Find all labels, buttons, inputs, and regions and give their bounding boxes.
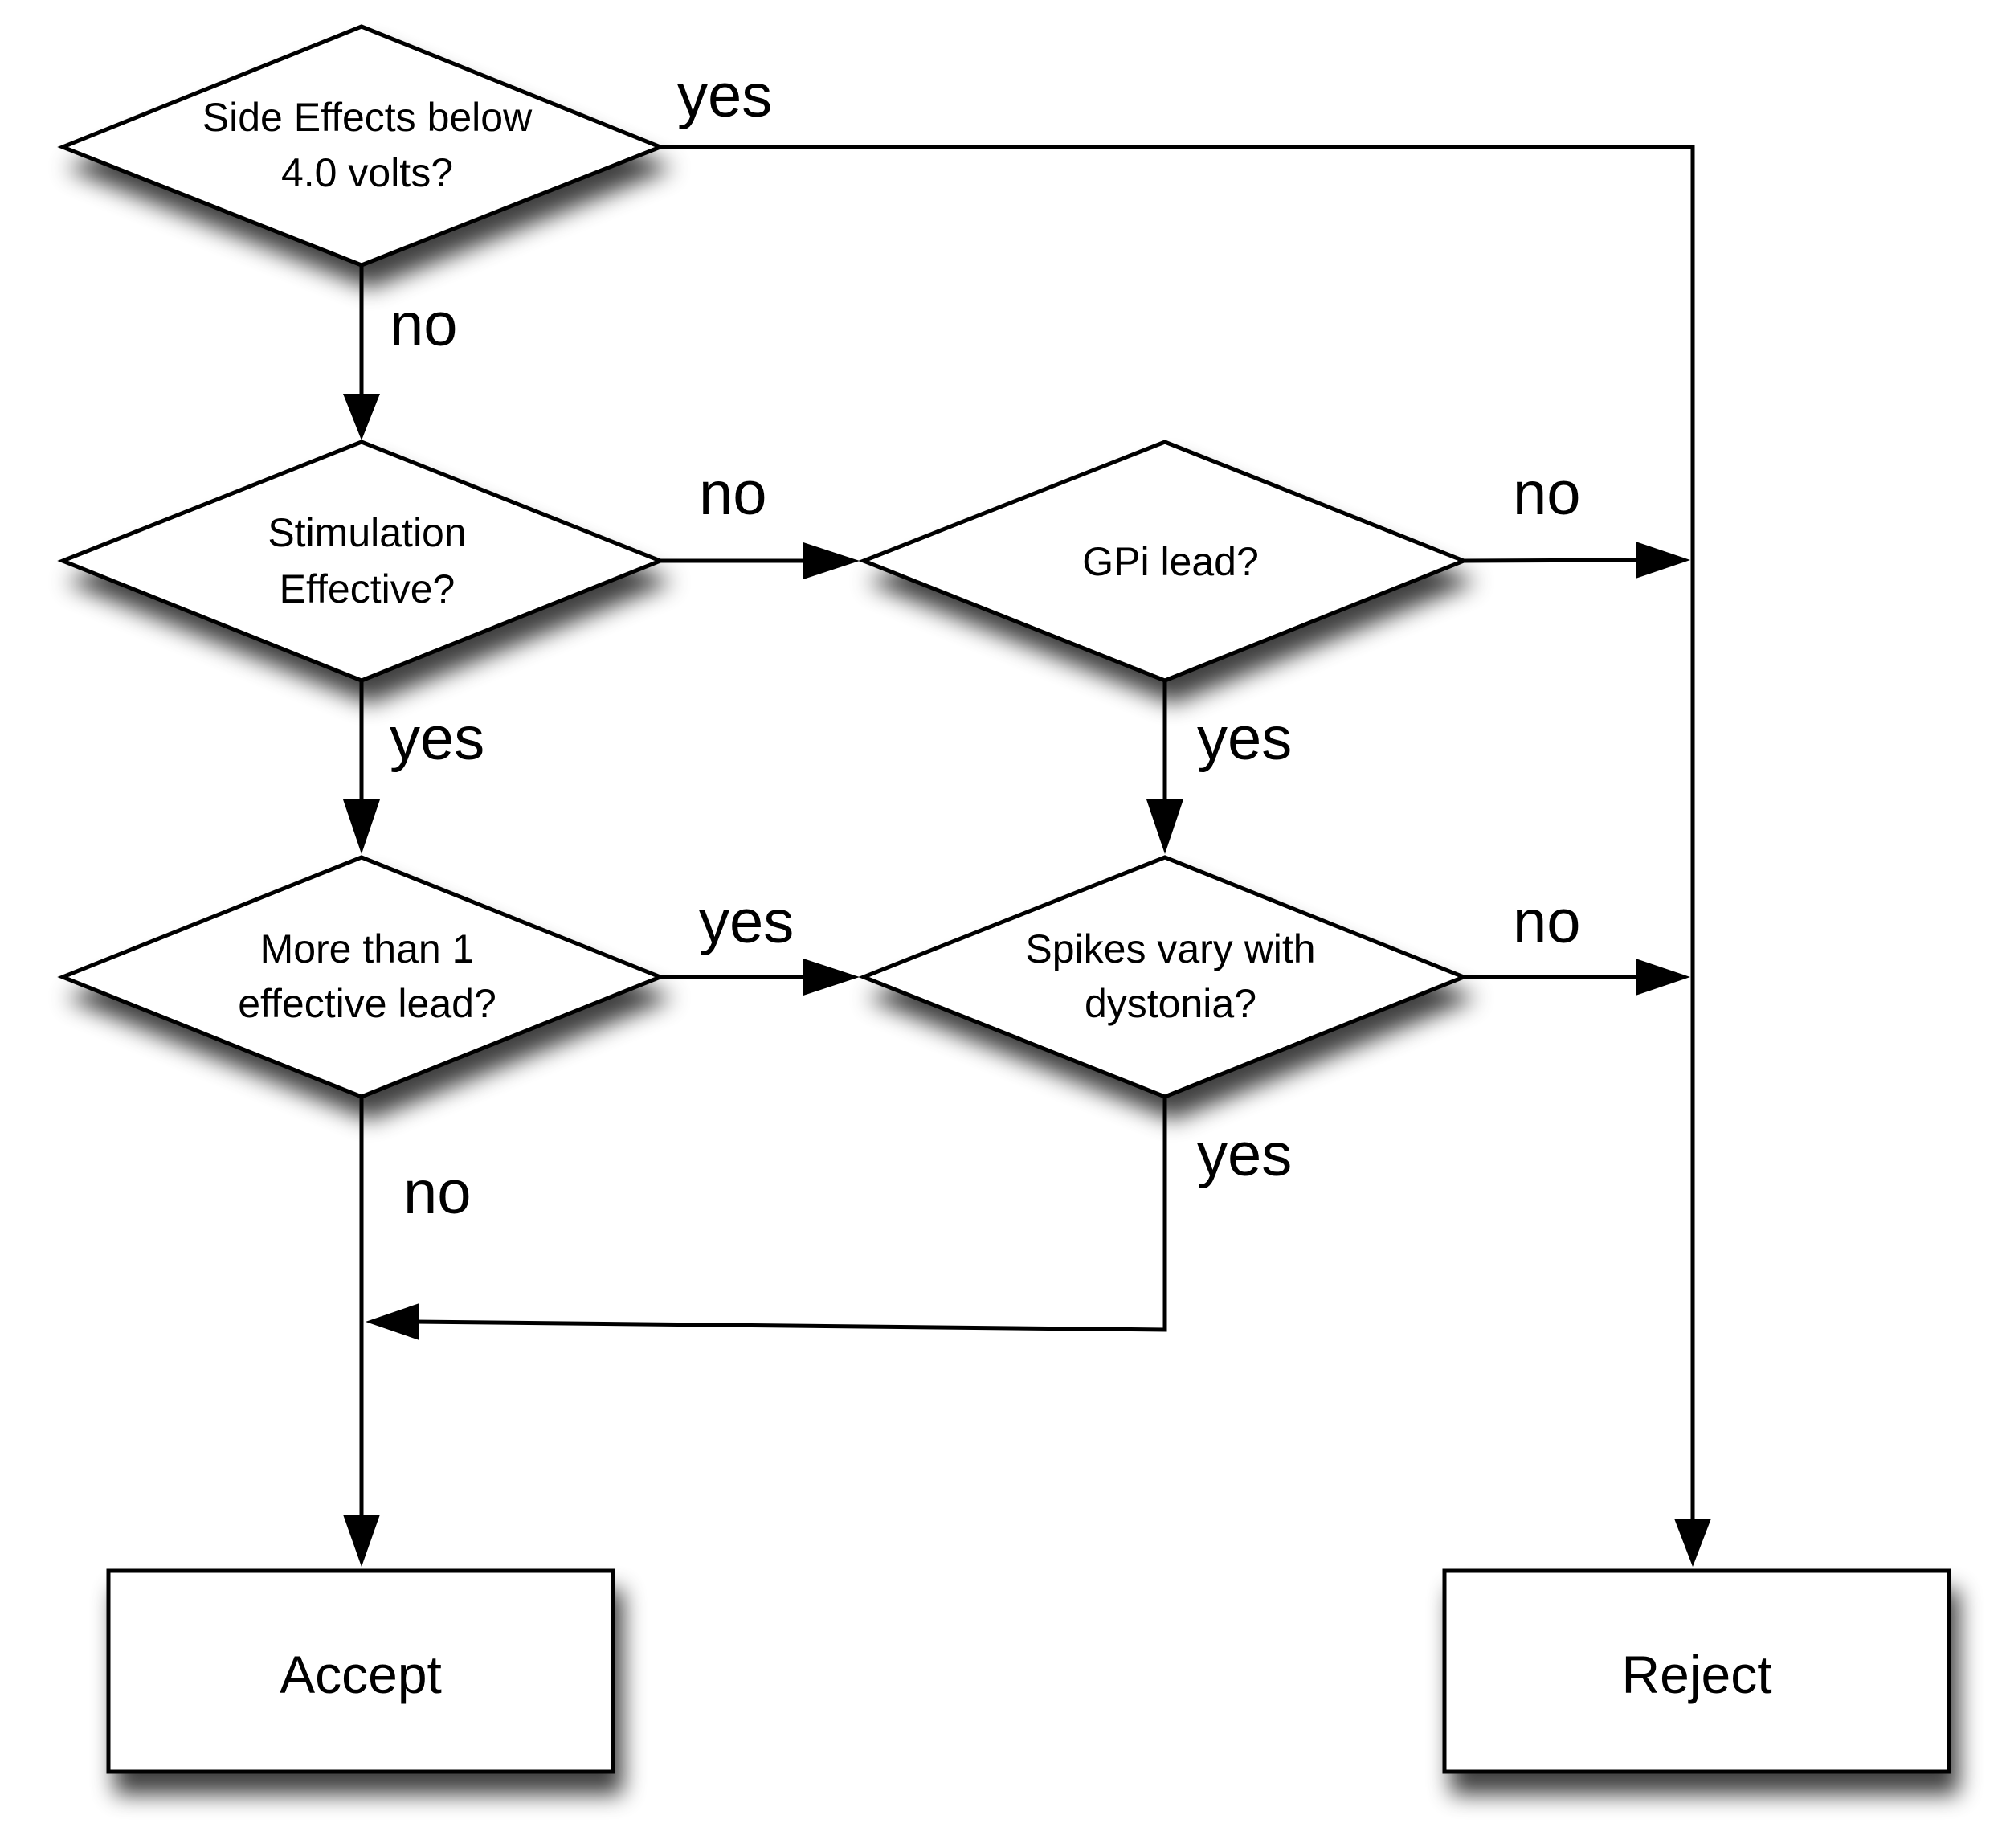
arrowhead-spikes-to-accept-line [366, 1303, 419, 1340]
arrowhead-to-gpi [803, 542, 860, 579]
connectors [343, 145, 1711, 1567]
edge-gpi-no [1463, 558, 1640, 563]
node-label-line1: Stimulation [268, 510, 466, 555]
decision-side-effects: Side Effects below 4.0 volts? [57, 24, 666, 268]
edge-side-effects-yes [660, 145, 1695, 1528]
node-label-line1: More than 1 [260, 926, 475, 971]
terminal-label: Accept [280, 1645, 442, 1704]
arrowhead-spikes-to-reject-line [1636, 959, 1690, 996]
node-label-line2: dystonia? [1085, 981, 1256, 1026]
terminal-reject: Reject [1442, 1568, 1951, 1774]
edge-label-stim-no: no [699, 460, 767, 528]
arrowhead-to-spikes [1146, 799, 1183, 854]
arrowhead-to-accept [343, 1515, 380, 1567]
diamond-shape [57, 855, 666, 1099]
arrowhead-to-reject [1674, 1519, 1711, 1567]
arrowhead-to-stimulation [343, 394, 380, 440]
edge-label-spikes-yes: yes [1197, 1121, 1292, 1189]
node-label-line1: Spikes vary with [1025, 926, 1315, 971]
node-label-line1: GPi lead? [1082, 539, 1259, 584]
node-label-line1: Side Effects below [202, 95, 533, 140]
edge-label-side-effects-no: no [390, 291, 458, 359]
edge-label-gpi-yes: yes [1197, 705, 1292, 773]
arrowhead-to-more-than-one [343, 799, 380, 854]
edge-labels: yes no no yes no yes yes no no yes [390, 62, 1581, 1227]
edge-label-gpi-no: no [1513, 460, 1581, 528]
decision-spikes-vary: Spikes vary with dystonia? [858, 855, 1469, 1099]
decision-more-than-one-lead: More than 1 effective lead? [57, 855, 666, 1099]
terminal-accept: Accept [106, 1568, 615, 1774]
diamond-shape [57, 440, 666, 683]
edge-label-spikes-no: no [1513, 888, 1581, 956]
box-shape [1442, 1568, 1951, 1774]
edge-label-side-effects-yes: yes [677, 62, 772, 130]
box-shape [106, 1568, 615, 1774]
diamond-shape [57, 24, 666, 268]
edge-spikes-yes [413, 1097, 1167, 1332]
arrowhead-more-to-spikes [803, 959, 860, 996]
edge-label-stim-yes: yes [390, 705, 484, 773]
diamond-shape [858, 855, 1469, 1099]
terminal-label: Reject [1621, 1645, 1771, 1704]
decision-gpi-lead: GPi lead? [858, 440, 1469, 683]
node-label-line2: effective lead? [238, 981, 496, 1026]
arrowhead-gpi-to-reject-line [1636, 542, 1690, 579]
edge-label-more-yes: yes [699, 888, 794, 956]
node-label-line2: 4.0 volts? [281, 150, 453, 195]
edge-label-more-no: no [403, 1159, 472, 1227]
node-label-line2: Effective? [280, 566, 456, 611]
decision-stimulation-effective: Stimulation Effective? [57, 440, 666, 683]
diamond-shape [858, 440, 1469, 683]
